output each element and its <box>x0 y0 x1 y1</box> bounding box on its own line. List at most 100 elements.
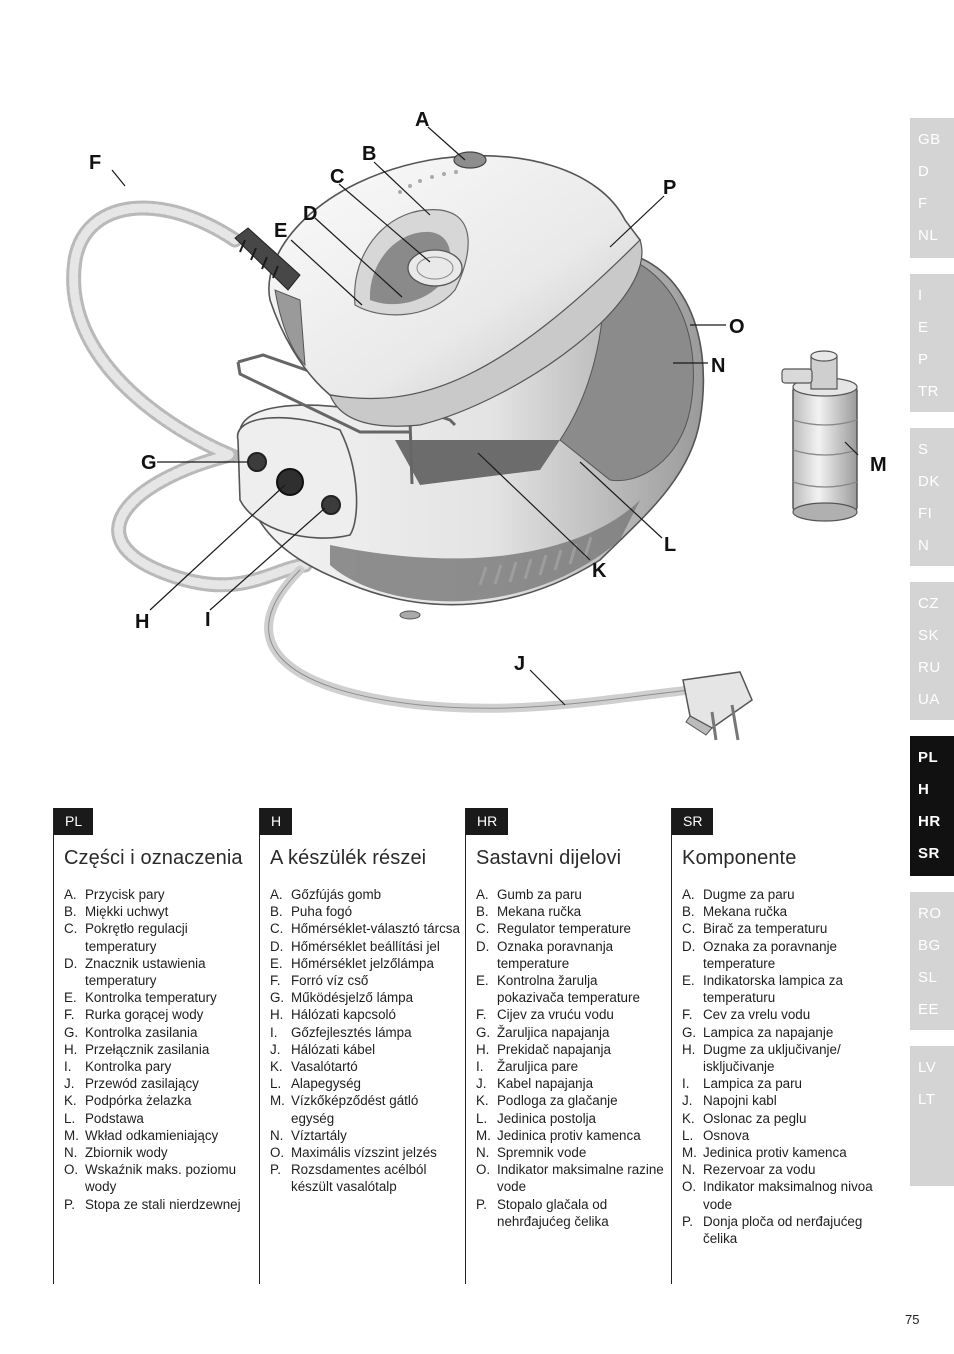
list-item: H.Przełącznik zasilania <box>64 1041 259 1058</box>
item-text: Indikator maksimalnog nivoa vode <box>703 1179 873 1212</box>
list-item: K.Podloga za glačanje <box>476 1092 671 1109</box>
callout-L: L <box>664 534 676 556</box>
page-number: 75 <box>905 1312 920 1327</box>
item-letter: C. <box>270 921 284 937</box>
tab-fi[interactable]: FI <box>918 505 933 522</box>
callout-C: C <box>330 166 344 188</box>
language-badge: H <box>260 808 293 835</box>
list-item: L. Alapegység <box>270 1075 465 1092</box>
list-item: G.Žaruljica napajanja <box>476 1024 671 1041</box>
item-letter: K. <box>270 1059 283 1075</box>
item-text: Lampica za paru <box>703 1076 802 1092</box>
list-item: A.Dugme za paru <box>682 886 877 903</box>
item-text: Rezervoar za vodu <box>703 1162 816 1178</box>
list-item: C.Birač za temperaturu <box>682 920 877 937</box>
item-letter: A. <box>476 887 489 902</box>
item-letter: D. <box>270 938 284 954</box>
item-letter: L. <box>476 1110 488 1126</box>
tab-pl[interactable]: PL <box>918 749 939 766</box>
callout-labels: A B C D E F G H I J K L M N O P <box>89 109 887 675</box>
callout-K: K <box>592 560 607 582</box>
item-letter: L. <box>682 1127 694 1143</box>
item-letter: M. <box>476 1127 491 1143</box>
tab-nl[interactable]: NL <box>918 227 939 244</box>
tab-n[interactable]: N <box>918 537 930 554</box>
list-item: F.Forró víz cső <box>270 972 465 989</box>
item-letter: D. <box>682 938 696 954</box>
tab-hr[interactable]: HR <box>918 813 941 830</box>
hot-water-hose <box>66 200 313 593</box>
item-letter: I. <box>682 1076 690 1092</box>
item-text: Žaruljica napajanja <box>497 1024 610 1040</box>
tab-sl[interactable]: SL <box>918 969 938 986</box>
callout-E: E <box>274 220 287 242</box>
item-text: Mekana ručka <box>703 904 788 920</box>
tab-cz[interactable]: CZ <box>918 595 939 612</box>
item-letter: K. <box>682 1110 695 1126</box>
item-text: Oslonac za peglu <box>703 1110 807 1126</box>
tab-dk[interactable]: DK <box>918 473 940 490</box>
item-text: Indikatorska lampica za temperaturu <box>703 973 843 1006</box>
tab-sk[interactable]: SK <box>918 627 940 644</box>
tab-sr[interactable]: SR <box>918 845 940 862</box>
tab-p[interactable]: P <box>918 351 929 368</box>
item-letter: E. <box>682 973 695 989</box>
list-item: J.Kabel napajanja <box>476 1075 671 1092</box>
tab-ua[interactable]: UA <box>918 691 940 708</box>
iron <box>234 151 643 427</box>
item-text: Hőmérséklet-választó tárcsa <box>291 921 460 937</box>
list-item: K.Vasalótartó <box>270 1058 465 1075</box>
item-letter: N. <box>476 1145 490 1161</box>
section-title: Sastavni dijelovi <box>476 847 622 869</box>
tab-e[interactable]: E <box>918 319 929 336</box>
tab-s[interactable]: S <box>918 441 929 458</box>
section-title: A készülék részei <box>270 847 427 869</box>
tab-bg[interactable]: BG <box>918 937 941 954</box>
callout-M: M <box>870 454 887 476</box>
list-item: M. Jedinica protiv kamenca <box>476 1127 671 1144</box>
item-text: Wskaźnik maks. poziomu wody <box>85 1162 237 1195</box>
list-item: E. Indikatorska lampica za temperaturu <box>682 972 877 1006</box>
tab-ro[interactable]: RO <box>918 905 942 922</box>
list-item: H.Hálózati kapcsoló <box>270 1006 465 1023</box>
item-letter: C. <box>64 921 78 937</box>
list-item: N.Zbiornik wody <box>64 1144 259 1161</box>
item-text: Alapegység <box>291 1076 361 1092</box>
item-letter: P. <box>682 1213 693 1229</box>
list-item: M.Jedinica protiv kamenca <box>682 1144 877 1161</box>
item-letter: J. <box>64 1076 75 1092</box>
list-item: G.Lampica za napajanje <box>682 1024 877 1041</box>
item-letter: N. <box>270 1127 284 1143</box>
tab-ru[interactable]: RU <box>918 659 941 676</box>
tab-ee[interactable]: EE <box>918 1001 940 1018</box>
tab-lt[interactable]: LT <box>918 1091 936 1108</box>
item-text: Podpórka żelazka <box>85 1093 192 1109</box>
item-text: Cijev za vruću vodu <box>497 1007 614 1023</box>
power-plug <box>682 671 753 741</box>
power-cable <box>264 565 695 713</box>
tab-i[interactable]: I <box>918 287 923 304</box>
tab-group-cz-sk-ru-ua: CZ SK RU UA <box>910 582 954 720</box>
tab-d[interactable]: D <box>918 163 930 180</box>
tab-f[interactable]: F <box>918 195 928 212</box>
list-item: G.Működésjelző lámpa <box>270 989 465 1006</box>
list-item: O.Wskaźnik maks. poziomu wody <box>64 1161 259 1195</box>
tab-h[interactable]: H <box>918 781 930 798</box>
item-letter: P. <box>270 1162 281 1178</box>
tab-group-i-e-p-tr: I E P TR <box>910 274 954 412</box>
tab-tr[interactable]: TR <box>918 383 939 400</box>
callout-N: N <box>711 355 725 377</box>
tab-lv[interactable]: LV <box>918 1059 937 1076</box>
item-text: Žaruljica pare <box>497 1059 579 1075</box>
item-text: Indikator maksimalne razine vode <box>497 1162 664 1195</box>
item-text: Hőmérséklet jelzőlámpa <box>291 955 434 971</box>
list-item: C.Pokrętło regulacji temperatury <box>64 920 259 954</box>
tab-group-s-dk-fi-n: S DK FI N <box>910 428 954 566</box>
callout-H: H <box>135 611 149 633</box>
item-text: Jedinica protiv kamenca <box>497 1127 641 1143</box>
item-text: Prekidač napajanja <box>497 1041 611 1057</box>
list-item: M.Wkład odkamieniający <box>64 1127 259 1144</box>
tab-gb[interactable]: GB <box>918 131 941 148</box>
item-letter: L. <box>270 1076 282 1092</box>
